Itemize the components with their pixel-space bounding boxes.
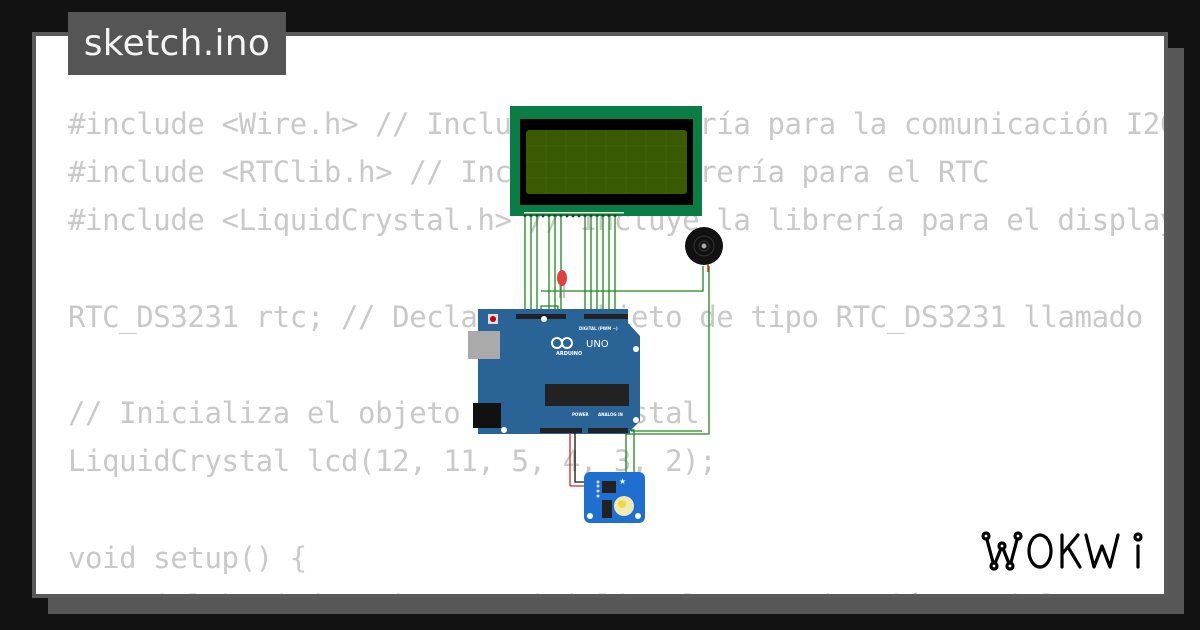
lcd-display xyxy=(510,106,702,218)
code-line: void setup() { xyxy=(68,540,307,575)
svg-text:UNO: UNO xyxy=(586,339,609,350)
svg-text:ARDUINO: ARDUINO xyxy=(556,351,582,357)
wokwi-logo xyxy=(981,531,1143,571)
svg-text:POWER: POWER xyxy=(572,412,589,417)
svg-text:ANALOG IN: ANALOG IN xyxy=(598,412,623,417)
svg-text:DIGITAL (PWM ~): DIGITAL (PWM ~) xyxy=(579,326,618,331)
circuit-diagram: ARDUINO UNO DIGITAL (PWM ~) POWER ANALOG… xyxy=(468,106,723,523)
code-line: Serial.begin(9600); // Inicializa la com… xyxy=(68,589,1164,594)
svg-text:★: ★ xyxy=(619,477,626,486)
preview-panel: #include <Wire.h> // Incluye la librería… xyxy=(36,36,1164,594)
arduino-uno: ARDUINO UNO DIGITAL (PWM ~) POWER ANALOG… xyxy=(468,309,640,434)
sketch-title: sketch.ino xyxy=(68,12,286,75)
code-line: LiquidCrystal lcd(12, 11, 5, 4, 3, 2); xyxy=(68,444,717,479)
led-red xyxy=(557,270,567,298)
buzzer xyxy=(685,227,723,272)
rtc-module: ★ xyxy=(584,472,645,523)
